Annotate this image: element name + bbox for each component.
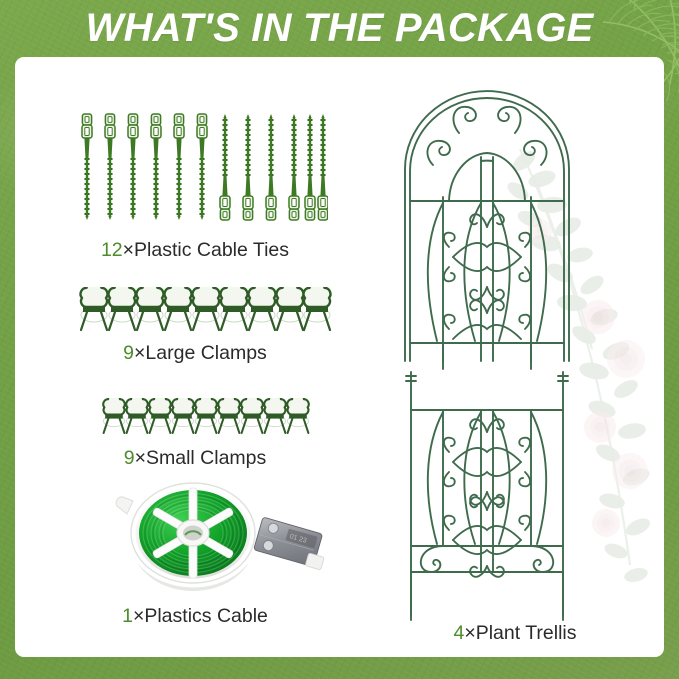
large-clamps-name: Large Clamps xyxy=(145,342,267,364)
plastics-cable-label: 1×Plastics Cable xyxy=(15,605,375,628)
wire-spool-icon: 01 23 xyxy=(115,477,350,595)
large-clamps-separator: × xyxy=(134,342,146,364)
plant-trellis-label: 4×Plant Trellis xyxy=(395,622,635,645)
plastics-cable-separator: × xyxy=(132,605,145,627)
plant-trellis-name: Plant Trellis xyxy=(475,622,577,644)
plant-trellis-separator: × xyxy=(464,622,476,644)
header-bar: WHAT'S IN THE PACKAGE xyxy=(0,0,679,57)
arched-trellis-icon xyxy=(397,61,577,371)
cable-ties-label: 12×Plastic Cable Ties xyxy=(15,239,375,262)
large-clamps-label: 9×Large Clamps xyxy=(15,342,375,365)
accessories-column: 12×Plastic Cable Ties xyxy=(15,57,375,657)
small-clamps-separator: × xyxy=(134,447,146,469)
page-title: WHAT'S IN THE PACKAGE xyxy=(85,6,594,50)
clamp-icon xyxy=(101,398,313,438)
clamp-icon xyxy=(79,287,332,334)
small-clamps-name: Small Clamps xyxy=(145,447,267,469)
svg-text:01 23: 01 23 xyxy=(289,533,308,545)
cable-ties-separator: × xyxy=(122,239,135,261)
trellis-column: 4×Plant Trellis xyxy=(375,57,664,657)
plant-trellis-quantity: 4 xyxy=(453,622,465,644)
plastics-cable-name: Plastics Cable xyxy=(144,605,268,627)
large-clamps-quantity: 9 xyxy=(123,342,135,364)
trellis-extension-icon xyxy=(397,370,577,622)
plastics-cable-quantity: 1 xyxy=(122,605,133,627)
cable-ties-quantity: 12 xyxy=(100,239,123,261)
climbing-rose-watermark-icon xyxy=(480,135,664,605)
small-clamps-label: 9×Small Clamps xyxy=(15,447,375,470)
cable-ties-name: Plastic Cable Ties xyxy=(134,239,290,261)
package-contents-card: 12×Plastic Cable Ties xyxy=(15,57,664,657)
cable-tie-icon xyxy=(78,112,328,222)
small-clamps-quantity: 9 xyxy=(123,447,135,469)
